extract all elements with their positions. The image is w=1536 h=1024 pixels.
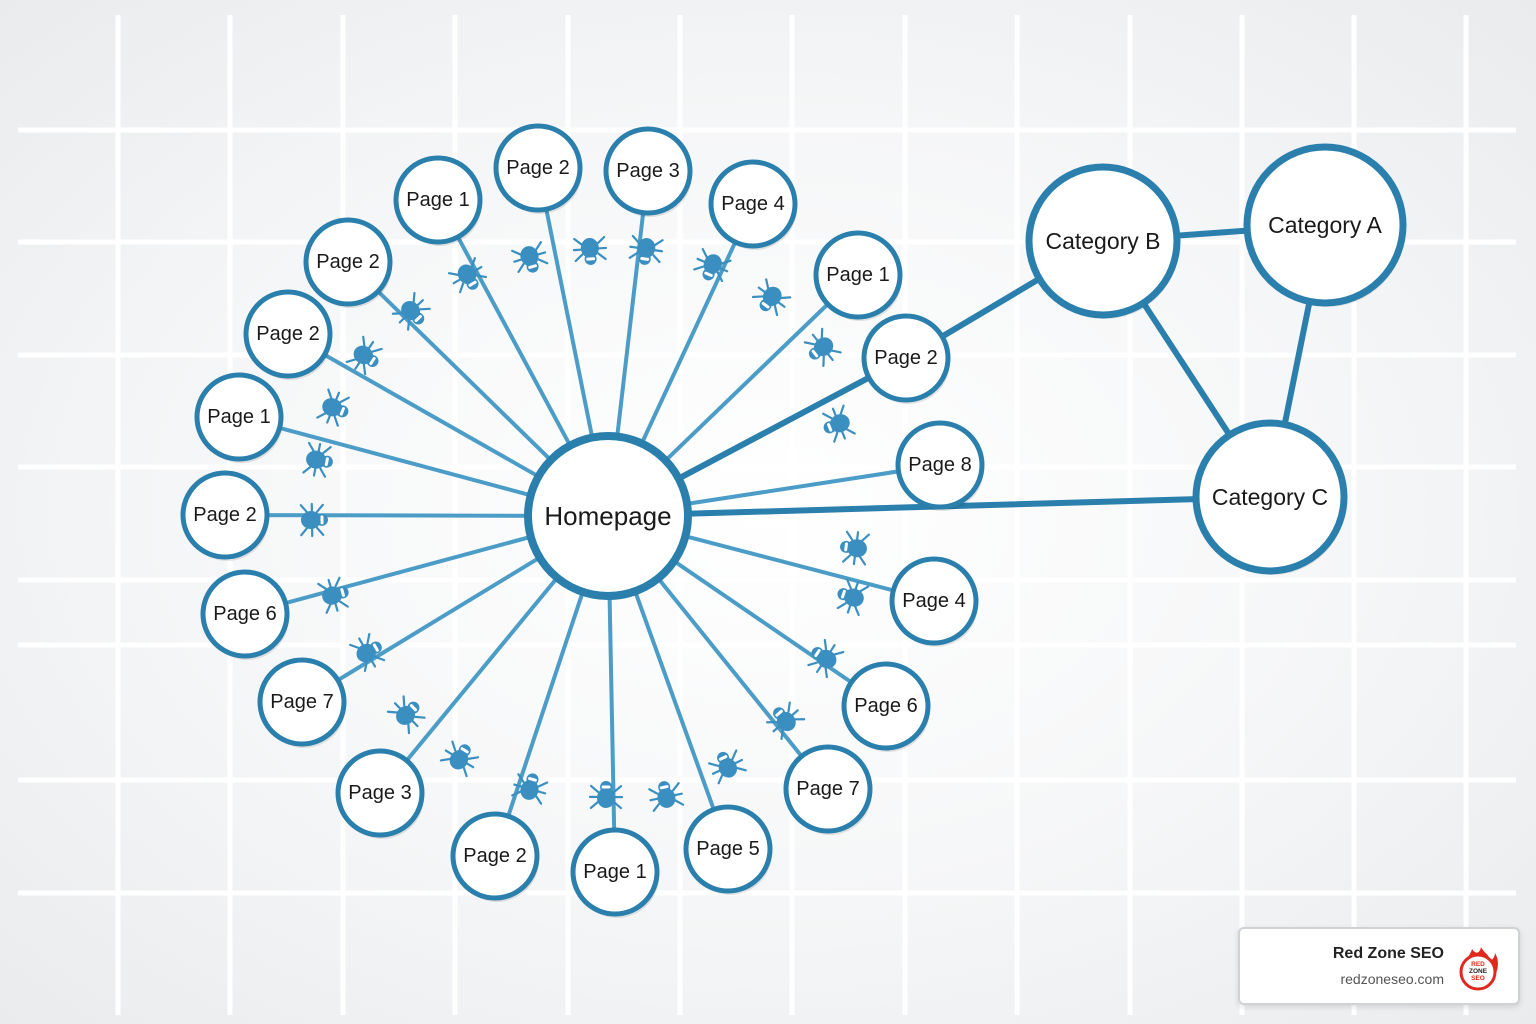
spider-bot-icon xyxy=(386,695,426,735)
spider-bot-icon xyxy=(708,749,747,785)
spider-bot-icon xyxy=(345,335,383,376)
spider-bot-icon xyxy=(302,441,333,478)
page-node[interactable]: Page 2 xyxy=(180,470,270,561)
spider-bot-icon xyxy=(628,234,664,265)
page-node-label: Page 2 xyxy=(193,504,256,526)
svg-text:ZONE: ZONE xyxy=(1469,968,1488,975)
page-node-label: Page 4 xyxy=(902,590,965,612)
page-node[interactable]: Page 5 xyxy=(683,804,773,895)
page-node[interactable]: Page 2 xyxy=(861,313,951,404)
svg-text:SEO: SEO xyxy=(1471,975,1485,982)
page-node-label: Page 1 xyxy=(826,264,889,286)
brand-name: Red Zone SEO xyxy=(1332,945,1444,962)
spider-bot-icon xyxy=(803,327,842,368)
page-node-label: Page 4 xyxy=(721,193,784,215)
page-node-label: Page 1 xyxy=(207,406,270,428)
category-node-label: Category B xyxy=(1045,228,1160,254)
category-node[interactable]: Category C xyxy=(1192,419,1348,575)
spider-bot-icon xyxy=(511,773,549,805)
page-node-label: Page 6 xyxy=(213,603,276,625)
page-node[interactable]: Page 3 xyxy=(603,126,693,217)
page-node[interactable]: Page 1 xyxy=(393,155,483,246)
page-node-label: Page 1 xyxy=(583,861,646,883)
page-node-label: Page 5 xyxy=(696,838,759,860)
brand-url[interactable]: redzoneseo.com xyxy=(1340,971,1444,987)
category-node[interactable]: Category A xyxy=(1243,143,1407,307)
page-node-label: Page 6 xyxy=(854,695,917,717)
spider-bot-icon xyxy=(391,291,431,331)
page-node[interactable]: Page 6 xyxy=(841,661,931,752)
page-node-label: Page 8 xyxy=(908,454,971,476)
spider-bot-icon xyxy=(316,388,350,427)
page-node[interactable]: Page 6 xyxy=(200,569,290,660)
page-node[interactable]: Page 7 xyxy=(257,657,347,748)
page-node[interactable]: Page 2 xyxy=(450,811,540,902)
spider-bot-icon xyxy=(572,235,607,265)
page-node-label: Page 7 xyxy=(270,691,333,713)
page-node[interactable]: Page 8 xyxy=(895,420,985,511)
flame-badge-icon: RED ZONE SEO xyxy=(1459,947,1498,991)
spider-bot-icon xyxy=(807,638,845,679)
page-node[interactable]: Page 1 xyxy=(194,372,284,463)
page-nodes: Page 2 Page 3 Page 1 Page 4 Page 2 Page 1 Page… xyxy=(180,123,1407,918)
category-node-label: Category C xyxy=(1212,484,1328,510)
spider-bot-icon xyxy=(588,781,624,810)
page-node[interactable]: Page 2 xyxy=(243,289,333,380)
spider-bot-icon xyxy=(317,576,349,614)
spider-bot-icon xyxy=(822,404,856,443)
brand-card[interactable]: Red Zone SEO redzoneseo.com RED ZONE SEO xyxy=(1238,927,1520,1005)
spider-bot-icon xyxy=(447,256,488,294)
page-node-label: Page 3 xyxy=(616,160,679,182)
homepage-node-label: Homepage xyxy=(544,501,671,531)
spider-bot-icon xyxy=(693,248,732,283)
spider-bot-icon xyxy=(648,781,685,812)
category-node-label: Category A xyxy=(1268,212,1382,238)
page-node[interactable]: Page 2 xyxy=(493,123,583,214)
spider-bot-icon xyxy=(511,241,549,274)
page-node[interactable]: Page 2 xyxy=(303,217,393,308)
spider-bot-icon xyxy=(349,632,386,673)
page-node-label: Page 2 xyxy=(256,323,319,345)
page-node[interactable]: Page 1 xyxy=(813,230,903,321)
page-node-label: Page 1 xyxy=(406,189,469,211)
page-node[interactable]: Page 4 xyxy=(708,159,798,250)
page-node[interactable]: Page 1 xyxy=(570,827,660,918)
spider-bot-icon xyxy=(751,278,792,317)
crawler-icons xyxy=(299,234,870,812)
spider-bot-icon xyxy=(836,578,870,617)
spider-bot-icon xyxy=(439,740,480,778)
spider-bot-icon xyxy=(766,701,806,740)
page-node[interactable]: Page 4 xyxy=(889,556,979,647)
page-node[interactable]: Page 7 xyxy=(783,744,873,835)
category-node[interactable]: Category B xyxy=(1025,163,1181,319)
page-node-label: Page 2 xyxy=(316,251,379,273)
svg-text:RED: RED xyxy=(1471,961,1485,968)
page-node-label: Page 2 xyxy=(463,845,526,867)
spider-bot-icon xyxy=(299,502,328,538)
page-node[interactable]: Page 3 xyxy=(335,748,425,839)
page-node-label: Page 7 xyxy=(796,778,859,800)
spider-bot-icon xyxy=(840,530,870,566)
page-node-label: Page 2 xyxy=(874,347,937,369)
page-node-label: Page 2 xyxy=(506,157,569,179)
page-node-label: Page 3 xyxy=(348,782,411,804)
homepage-node[interactable]: Homepage xyxy=(524,432,692,600)
